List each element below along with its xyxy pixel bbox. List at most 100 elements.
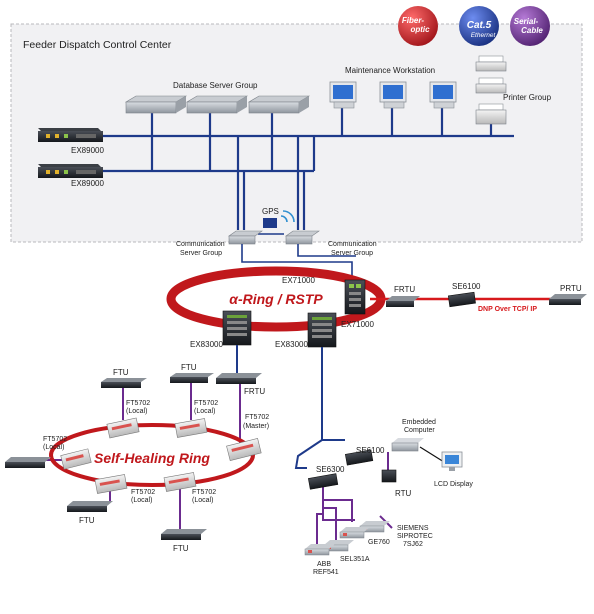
ft5702-a-line2: (Local) [126, 408, 147, 415]
ftu-top-mid-label: FTU [181, 363, 197, 372]
ftu-top-left-device [101, 378, 147, 388]
ex89000-top-label: EX89000 [71, 146, 104, 155]
ftu-left-device [5, 457, 51, 468]
abb-ref541-device [304, 544, 335, 556]
se6100-top-label: SE6100 [452, 282, 481, 291]
abb-line2: REF541 [313, 569, 339, 576]
legend-cat5-line1: Cat.5 [467, 20, 492, 31]
printer-3 [475, 103, 507, 125]
sel351a-label: SEL351A [340, 556, 370, 563]
printer-1 [475, 55, 507, 72]
ft5702-b-line2: (Local) [194, 408, 215, 415]
lcd-display-label: LCD Display [434, 481, 473, 488]
legend-cat5-badge: Cat.5 Ethernet [459, 6, 499, 46]
ex83000-right-switch [307, 312, 337, 348]
ft5702-local-left [60, 448, 92, 470]
ft5702-bl-line2: (Local) [131, 497, 152, 504]
ft5702-br-line1: FT5702 [192, 489, 216, 496]
alpha-ring-label: α-Ring / RSTP [229, 291, 323, 307]
ft5702-left-line1: FT5702 [43, 436, 67, 443]
embedded-computer-device [391, 438, 424, 452]
ft5702-master-line1: FT5702 [245, 414, 269, 421]
ft5702-left-line2: (Local) [43, 444, 64, 451]
workstation-3 [429, 81, 457, 109]
ex89000-top-device [38, 128, 103, 142]
ftu-top-mid-device [170, 373, 214, 383]
comm-server-left [228, 230, 263, 245]
cat5-bus-lines [60, 108, 514, 230]
frtu-mid-label: FRTU [244, 387, 265, 396]
workstation-1 [329, 81, 357, 109]
control-center-title: Feeder Dispatch Control Center [23, 39, 172, 51]
ft5702-master-line2: (Master) [243, 423, 269, 430]
rtu-bottom-device [381, 469, 397, 483]
legend-serial-line2: Cable [521, 26, 543, 35]
ex71000-right-label: EX71000 [341, 320, 374, 329]
ex89000-bottom-device [38, 164, 103, 178]
legend-fiber-line1: Fiber- [402, 16, 425, 25]
printer-group-label: Printer Group [503, 93, 552, 102]
ftu-bottom-left-label: FTU [79, 516, 95, 525]
se6300-device [307, 473, 339, 490]
comm-left-line2: Server Group [180, 250, 222, 257]
legend-cat5-line2: Ethernet [471, 32, 497, 39]
comm-left-line1: Communication [176, 241, 225, 248]
lcd-display-device [441, 451, 463, 471]
ex83000-left-label: EX83000 [190, 340, 223, 349]
ftu-bottom-left-device [67, 501, 113, 512]
ft5702-bl-line1: FT5702 [131, 489, 155, 496]
ft5702-local-top-left [106, 417, 140, 439]
ft5702-br-line2: (Local) [192, 497, 213, 504]
ft5702-a-line1: FT5702 [126, 400, 150, 407]
prtu-device [549, 294, 587, 305]
database-server-3 [247, 95, 311, 114]
prtu-label: PRTU [560, 284, 582, 293]
legend-fiber-badge: Fiber- optic [398, 6, 438, 46]
comm-right-line2: Server Group [331, 250, 373, 257]
legend-fiber-line2: optic [410, 25, 430, 34]
database-server-1 [124, 95, 188, 114]
ft5702-local-top-mid [174, 418, 208, 438]
printer-2 [475, 77, 507, 94]
se6100-top-device [447, 291, 476, 308]
ex71000-top-label: EX71000 [282, 276, 315, 285]
legend-serial-line1: Serial- [514, 17, 539, 26]
se6300-label: SE6300 [316, 465, 345, 474]
embedded-line2: Computer [404, 427, 435, 434]
database-server-2 [185, 95, 249, 114]
legend-serial-badge: Serial- Cable [510, 6, 550, 46]
frtu-top-device [386, 296, 420, 307]
comm-server-right [285, 230, 320, 245]
ge760-label: GE760 [368, 539, 390, 546]
ge760-device [339, 527, 370, 539]
ft5702-local-bottom-right [163, 472, 197, 492]
ft5702-b-line1: FT5702 [194, 400, 218, 407]
se6100-bottom-device [344, 449, 374, 466]
rtu-bottom-label: RTU [395, 489, 412, 498]
gps-icon [263, 210, 295, 228]
ex71000-switch [344, 279, 366, 315]
cat5-lower-links [236, 345, 345, 469]
database-group-label: Database Server Group [173, 81, 258, 90]
frtu-mid-device [216, 373, 262, 384]
ft5702-local-bottom-left [94, 474, 128, 494]
display-cable [419, 446, 445, 463]
comm-to-ring-links [241, 244, 356, 282]
ftu-bottom-mid-label: FTU [173, 544, 189, 553]
frtu-top-label: FRTU [394, 285, 415, 294]
siemens-line3: 7SJ62 [403, 541, 423, 548]
comm-right-line1: Communication [328, 241, 377, 248]
ex83000-left-switch [222, 310, 252, 346]
ftu-top-left-label: FTU [113, 368, 129, 377]
ftu-bottom-mid-device [161, 529, 207, 540]
ex89000-bottom-label: EX89000 [71, 179, 104, 188]
siemens-line2: SIPROTEC [397, 533, 433, 540]
ft5702-master [226, 438, 262, 462]
self-healing-label: Self-Healing Ring [94, 450, 210, 466]
embedded-line1: Embedded [402, 419, 436, 426]
workstation-2 [379, 81, 407, 109]
ex83000-right-label: EX83000 [275, 340, 308, 349]
abb-line1: ABB [317, 561, 331, 568]
gps-label: GPS [262, 207, 279, 216]
